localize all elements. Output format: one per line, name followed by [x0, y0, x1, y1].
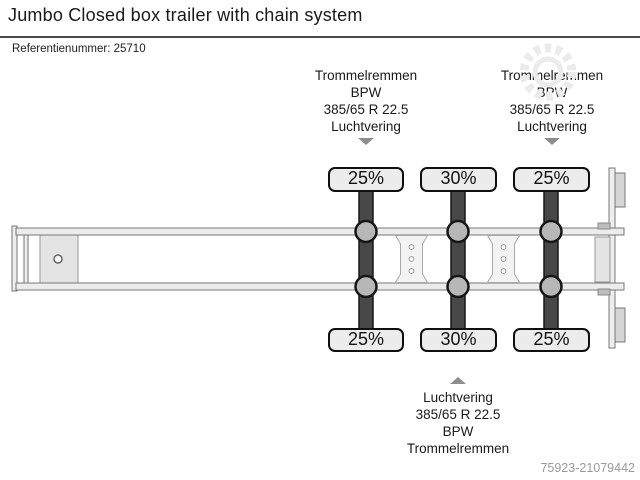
spec-line-axle-brand: BPW	[442, 424, 474, 439]
axle2-load-bottom-badge: 30%	[420, 328, 497, 352]
hub-axle3-bottom	[539, 274, 563, 299]
hub-axle1-bottom	[354, 274, 378, 299]
spec-line-axle-brand: BPW	[350, 85, 382, 100]
hub-axle3-top	[539, 219, 563, 244]
triangle-down-icon	[544, 138, 560, 145]
listing-id: 75923-21079442	[540, 461, 635, 475]
rear-tab-bottom	[597, 288, 611, 296]
chassis-rail-top	[15, 227, 625, 236]
spec-line-suspension: Luchtvering	[331, 119, 401, 134]
triangle-down-icon	[358, 138, 374, 145]
front-member	[11, 225, 18, 292]
spec-line-suspension: Luchtvering	[517, 119, 587, 134]
watermark-gear-icon	[519, 43, 577, 101]
rear-crossbox	[594, 236, 611, 283]
crossmember-plate-2	[486, 235, 521, 283]
spec-line-suspension: Luchtvering	[423, 390, 493, 405]
hub-axle2-bottom	[446, 274, 470, 299]
rear-door-hinge-bottom	[614, 307, 626, 343]
axle-spec-bottom-group: Luchtvering 385/65 R 22.5 BPW Trommelrem…	[373, 389, 543, 457]
rear-door-hinge-top	[614, 172, 626, 208]
title-divider	[0, 36, 640, 38]
axle-bar-3	[543, 189, 559, 331]
hub-axle1-top	[354, 219, 378, 244]
axle3-load-bottom-badge: 25%	[513, 328, 590, 352]
rear-tab-top	[597, 222, 611, 230]
kingpin	[53, 254, 63, 264]
front-crossmember	[23, 234, 29, 284]
reference-number: Referentienummer: 25710	[12, 43, 146, 55]
spec-line-brakes: Trommelremmen	[406, 441, 510, 456]
axle2-load-top-badge: 30%	[420, 167, 497, 192]
hub-axle2-top	[446, 219, 470, 244]
crossmember-plate-1	[394, 235, 429, 283]
axle3-load-top-badge: 25%	[513, 167, 590, 192]
axle-bar-2	[450, 189, 466, 331]
page-title: Jumbo Closed box trailer with chain syst…	[8, 5, 363, 25]
triangle-up-icon	[450, 377, 466, 384]
spec-line-tyre-size: 385/65 R 22.5	[323, 102, 409, 117]
axle1-load-bottom-badge: 25%	[328, 328, 404, 352]
spec-line-tyre-size: 385/65 R 22.5	[509, 102, 595, 117]
axle-bar-1	[358, 189, 374, 331]
axle1-load-top-badge: 25%	[328, 167, 404, 192]
chassis-rail-bottom	[15, 282, 625, 291]
axle-spec-front-group: Trommelremmen BPW 385/65 R 22.5 Luchtver…	[281, 67, 451, 135]
spec-line-tyre-size: 385/65 R 22.5	[415, 407, 501, 422]
spec-line-brakes: Trommelremmen	[314, 68, 418, 83]
